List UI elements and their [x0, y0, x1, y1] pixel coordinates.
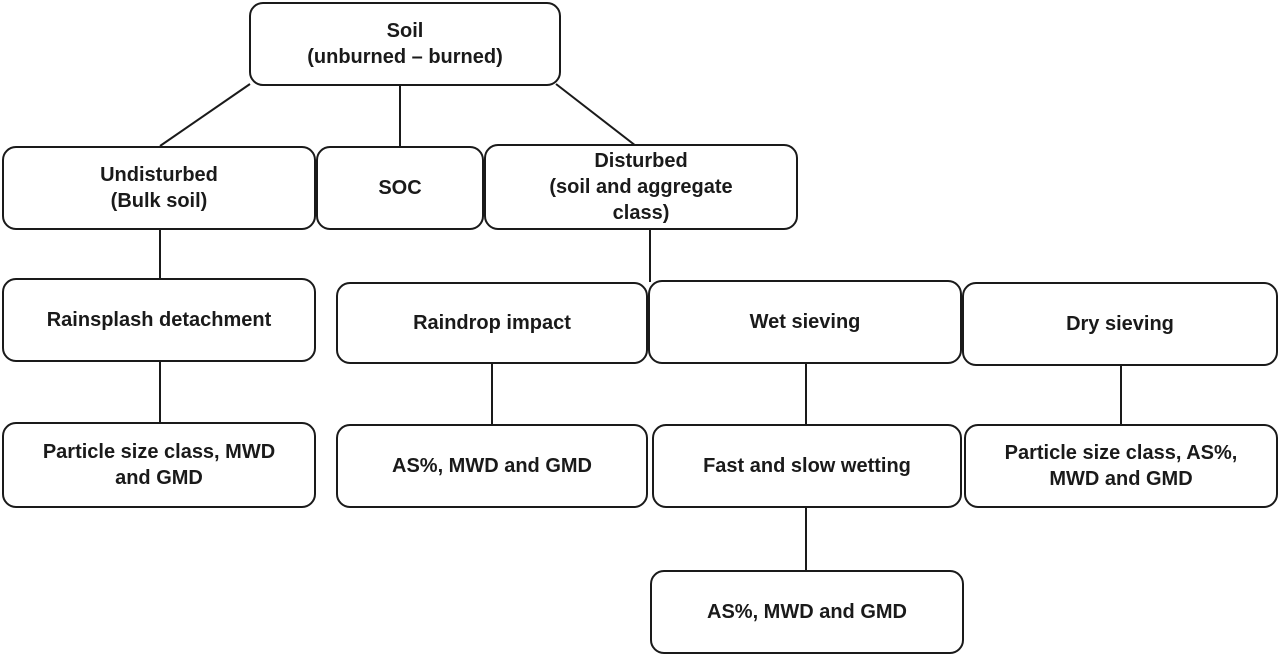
- node-dry-sieving-output: Particle size class, AS%, MWD and GMD: [964, 424, 1278, 508]
- node-undisturbed: Undisturbed (Bulk soil): [2, 146, 316, 230]
- node-disturbed: Disturbed (soil and aggregate class): [484, 144, 798, 230]
- node-rainsplash-detachment: Rainsplash detachment: [2, 278, 316, 362]
- node-dry-sieving: Dry sieving: [962, 282, 1278, 366]
- node-fast-slow-output: AS%, MWD and GMD: [650, 570, 964, 654]
- node-soil: Soil (unburned – burned): [249, 2, 561, 86]
- node-raindrop-impact: Raindrop impact: [336, 282, 648, 364]
- node-raindrop-output: AS%, MWD and GMD: [336, 424, 648, 508]
- edge-soil-undisturbed: [159, 83, 251, 147]
- edge-soil-disturbed: [555, 83, 637, 147]
- node-soc: SOC: [316, 146, 484, 230]
- node-rainsplash-output: Particle size class, MWD and GMD: [2, 422, 316, 508]
- node-fast-slow-wetting: Fast and slow wetting: [652, 424, 962, 508]
- node-wet-sieving: Wet sieving: [648, 280, 962, 364]
